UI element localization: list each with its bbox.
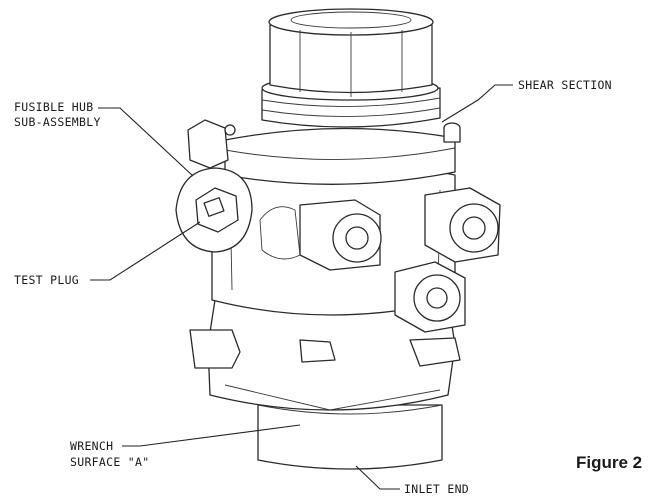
label-inlet-end: INLET END <box>404 482 469 496</box>
label-fusible-hub-line1: FUSIBLE HUB <box>14 100 93 114</box>
leader-inlet-end <box>355 465 400 490</box>
leader-lines <box>90 84 513 490</box>
label-wrench-line1: WRENCH <box>70 439 113 453</box>
label-wrench-line2: SURFACE "A" <box>70 455 149 469</box>
wrench-flange <box>189 299 461 411</box>
inlet-cylinder <box>257 404 443 470</box>
label-fusible-hub-line2: SUB-ASSEMBLY <box>14 115 101 129</box>
outlet-port-lower <box>394 261 466 333</box>
leader-test-plug <box>90 221 201 281</box>
leader-wrench-surface <box>122 424 301 447</box>
figure-caption: Figure 2 <box>576 453 642 472</box>
leader-fusible-hub <box>98 107 194 177</box>
label-shear-section: SHEAR SECTION <box>518 78 612 92</box>
outlet-port-right <box>424 187 501 263</box>
hex-cap <box>268 8 434 97</box>
shear-section-ring <box>224 122 461 185</box>
fusible-hub <box>175 119 301 260</box>
outlet-port-center <box>299 199 382 271</box>
label-test-plug: TEST PLUG <box>14 273 79 287</box>
leader-shear-section <box>441 84 513 123</box>
valve-illustration <box>175 8 501 470</box>
